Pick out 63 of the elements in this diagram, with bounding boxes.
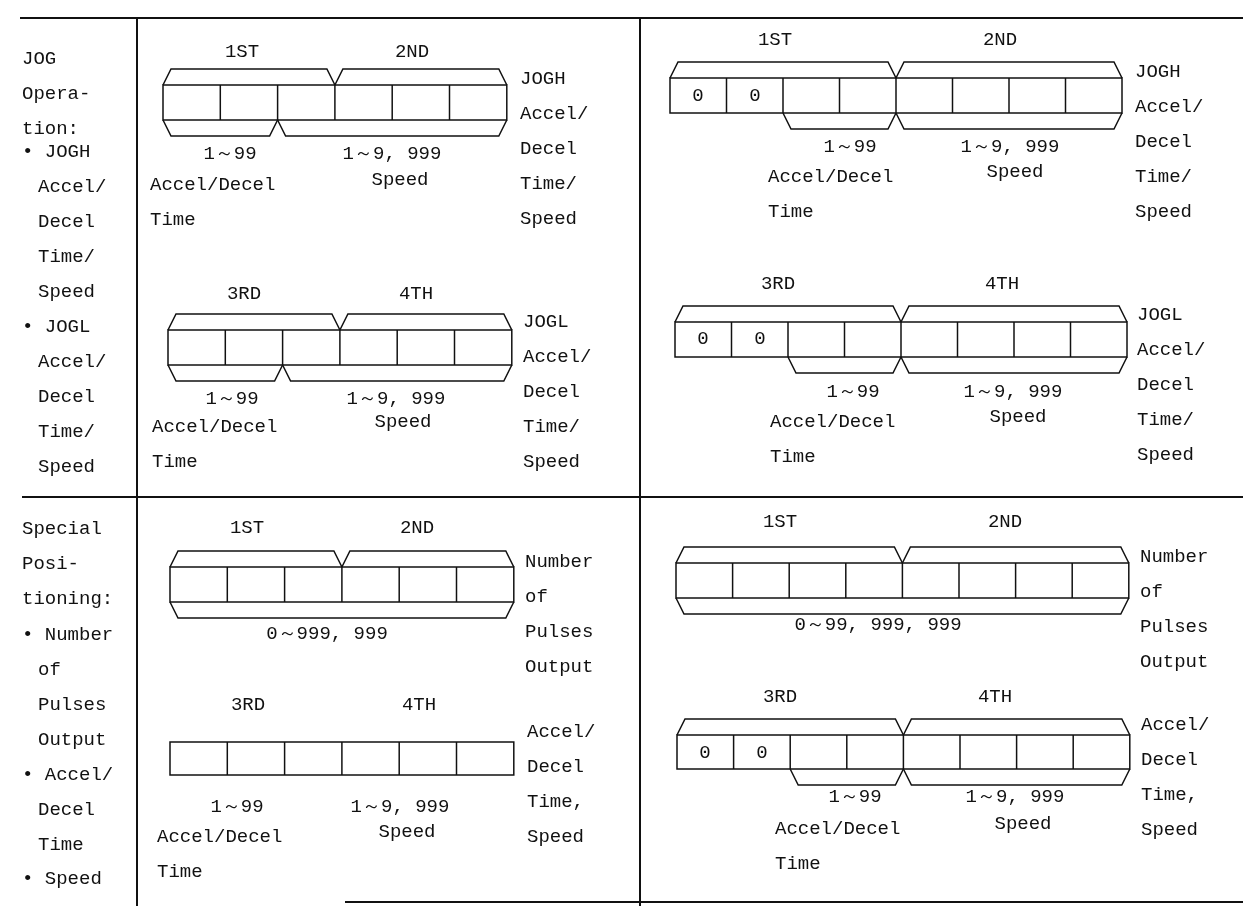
field-description: JOGL Accel/ Decel Time/ Speed [1137, 303, 1207, 468]
field-description: Speed [378, 820, 436, 844]
group-label: 1ST [762, 510, 798, 534]
value-range: 0～99, 999, 999 [794, 613, 962, 637]
field-description: Number of Pulses Output [1140, 545, 1210, 675]
group-label: 2ND [982, 28, 1018, 52]
value-range: 1～9, 999 [342, 142, 442, 166]
field-description: Speed [989, 405, 1047, 429]
row-heading: JOG Opera- tion: [22, 47, 92, 142]
value-range: 0～999, 999 [266, 622, 388, 646]
field-description: JOGH Accel/ Decel Time/ Speed [1135, 60, 1205, 225]
value-range: 1～99 [205, 387, 259, 411]
field-description: Speed [994, 812, 1052, 836]
row-heading: Special Posi- tioning: [22, 517, 115, 612]
group-label: 3RD [762, 685, 798, 709]
field-description: JOGH Accel/ Decel Time/ Speed [520, 67, 590, 232]
group-label: 1ST [229, 516, 265, 540]
group-label: 4TH [977, 685, 1013, 709]
bullet-item: • Number of Pulses Output [22, 623, 115, 753]
value-range: 1～9, 999 [346, 387, 446, 411]
bullet-item: • Accel/ Decel Time [22, 763, 115, 858]
field-description: Accel/Decel Time [150, 173, 277, 233]
value-range: 1～99 [828, 785, 882, 809]
group-label: 4TH [398, 282, 434, 306]
value-range: 1～9, 999 [965, 785, 1065, 809]
value-range: 1～99 [210, 795, 264, 819]
field-description: Speed [986, 160, 1044, 184]
group-label: 2ND [394, 40, 430, 64]
bullet-item: • JOGL Accel/ Decel Time/ Speed [22, 315, 108, 480]
field-description: Accel/Decel Time [775, 817, 902, 877]
group-label: 4TH [401, 693, 437, 717]
group-label: 4TH [984, 272, 1020, 296]
digit-value: 0 [749, 84, 761, 108]
bullet-item: • JOGH Accel/ Decel Time/ Speed [22, 140, 108, 305]
value-range: 1～99 [823, 135, 877, 159]
group-label: 1ST [757, 28, 793, 52]
field-description: JOGL Accel/ Decel Time/ Speed [523, 310, 593, 475]
field-description: Accel/Decel Time [157, 825, 284, 885]
digit-value: 0 [754, 327, 766, 351]
value-range: 1～99 [203, 142, 257, 166]
group-label: 2ND [399, 516, 435, 540]
value-range: 1～9, 999 [963, 380, 1063, 404]
group-label: 3RD [226, 282, 262, 306]
group-label: 1ST [224, 40, 260, 64]
value-range: 1～9, 999 [960, 135, 1060, 159]
field-description: Accel/ Decel Time, Speed [527, 720, 597, 850]
digit-value: 0 [692, 84, 704, 108]
field-description: Accel/Decel Time [152, 415, 279, 475]
value-range: 1～9, 999 [350, 795, 450, 819]
field-description: Accel/Decel Time [770, 410, 897, 470]
bullet-item: • Speed [22, 867, 103, 892]
digit-value: 0 [699, 741, 711, 765]
field-description: Accel/Decel Time [768, 165, 895, 225]
field-description: Speed [371, 168, 429, 192]
value-range: 1～99 [826, 380, 880, 404]
group-label: 3RD [230, 693, 266, 717]
field-description: Speed [374, 410, 432, 434]
field-description: Accel/ Decel Time, Speed [1141, 713, 1211, 843]
digit-value: 0 [697, 327, 709, 351]
field-description: Number of Pulses Output [525, 550, 595, 680]
digit-value: 0 [756, 741, 768, 765]
group-label: 2ND [987, 510, 1023, 534]
group-label: 3RD [760, 272, 796, 296]
